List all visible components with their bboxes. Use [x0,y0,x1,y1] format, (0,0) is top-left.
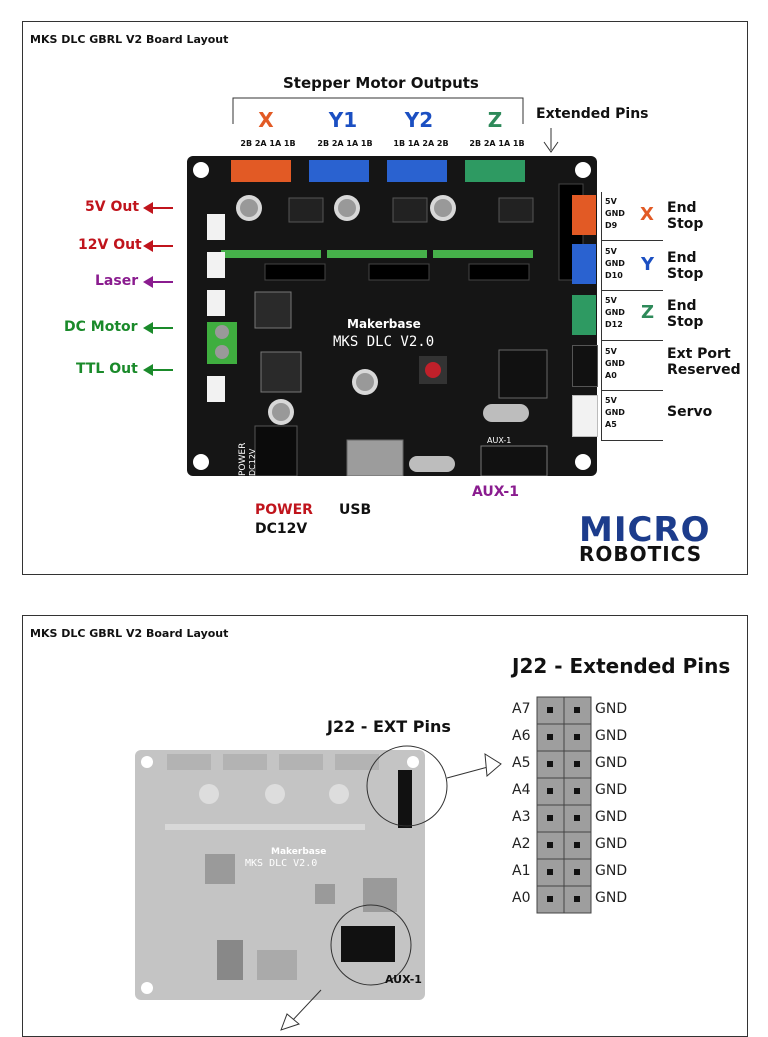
pin-gnd: GND [595,755,628,771]
row-divider [601,340,663,341]
pin-gnd: GND [595,701,628,717]
label-ttl-out: TTL Out [76,361,138,377]
pin-label-a4: A4 [512,782,531,798]
ext-header: J22 - Extended Pins [512,654,731,678]
ext-port-connector [572,345,598,387]
servo-connector [572,395,598,437]
label-12v-out: 12V Out [78,237,142,253]
row-divider [601,240,663,241]
row-divider [601,440,663,441]
extended-pins-arrow [543,128,559,153]
logo-micro: MICRO [579,510,711,550]
board-power-silk: POWER [238,443,248,476]
label-usb: USB [339,502,372,518]
axis-y2-label: Y2 [404,108,434,132]
mks-dlc-board: Makerbase MKS DLC V2.0 AUX-1 POWER DC12V [187,156,597,476]
extended-pins-label: Extended Pins [536,106,649,122]
board-aux-silk: AUX-1 [487,436,511,445]
axis-x-pins: 2B 2A 1A 1B [240,139,296,148]
faded-model: MKS DLC V2.0 [245,858,317,869]
panel-title: MKS DLC GBRL V2 Board Layout [30,627,229,640]
label-dc-motor: DC Motor [64,319,138,335]
left-arrows [143,202,173,376]
pin-label-a2: A2 [512,836,531,852]
row1-axis: X [640,204,654,225]
y-endstop-connector [572,244,596,284]
board-layout-panel-bottom: MKS DLC GBRL V2 Board Layout J22 - Exten… [22,615,748,1037]
logo-robotics: ROBOTICS [579,542,703,566]
axis-z-pins: 2B 2A 1A 1B [469,139,525,148]
axis-x-label: X [258,108,274,132]
board-model: MKS DLC V2.0 [333,334,434,350]
faded-board: Makerbase MKS DLC V2.0 [135,750,425,1000]
pin-label-a7: A7 [512,701,531,717]
pin-label-a0: A0 [512,890,531,906]
board-brand: Makerbase [347,317,421,331]
z-endstop-connector [572,295,596,335]
pin-left-labels: A7 A6 A5 A4 A3 A2 A1 A0 [512,696,566,912]
pin-gnd: GND [595,782,628,798]
ext-pins-label: J22 - EXT Pins [327,717,451,736]
pin-label-a6: A6 [512,728,531,744]
stepper-header: Stepper Motor Outputs [283,74,479,92]
label-5v-out: 5V Out [85,199,140,215]
panel-title: MKS DLC GBRL V2 Board Layout [30,33,229,46]
pin-gnd: GND [595,836,628,852]
row5-title: Servo [667,404,713,420]
faded-brand: Makerbase [271,847,326,857]
row3-axis: Z [641,302,655,323]
right-label-frame [601,192,664,440]
pin-label-a1: A1 [512,863,531,879]
label-laser: Laser [95,273,139,289]
axis-y1-pins: 2B 2A 1A 1B [317,139,373,148]
pin-gnd: GND [595,863,628,879]
pin-gnd: GND [595,809,628,825]
pin-label-a3: A3 [512,809,531,825]
label-aux-1: AUX-1 [472,484,519,500]
highlight-overlays [330,745,502,986]
pin-gnd: GND [595,890,628,906]
row-divider [601,390,663,391]
pin-header-grid [536,696,592,914]
aux-arrow [280,989,322,1031]
row-divider [601,290,663,291]
label-power-dc12v: DC12V [255,521,308,537]
board-layout-panel-top: MKS DLC GBRL V2 Board Layout Stepper Mot… [22,21,748,575]
pin-gnd: GND [595,728,628,744]
pin-label-a5: A5 [512,755,531,771]
axis-y2-pins: 1B 1A 2A 2B [393,139,449,148]
x-endstop-connector [572,195,596,235]
axis-y1-label: Y1 [328,108,358,132]
board-dc-silk: DC12V [248,448,257,476]
stepper-bracket [232,97,524,124]
axis-z-label: Z [487,108,503,132]
row2-axis: Y [641,254,655,275]
label-power: POWER [255,502,313,518]
pin-right-labels: GND GND GND GND GND GND GND GND [595,696,655,912]
faded-aux-label: AUX-1 [385,973,422,986]
